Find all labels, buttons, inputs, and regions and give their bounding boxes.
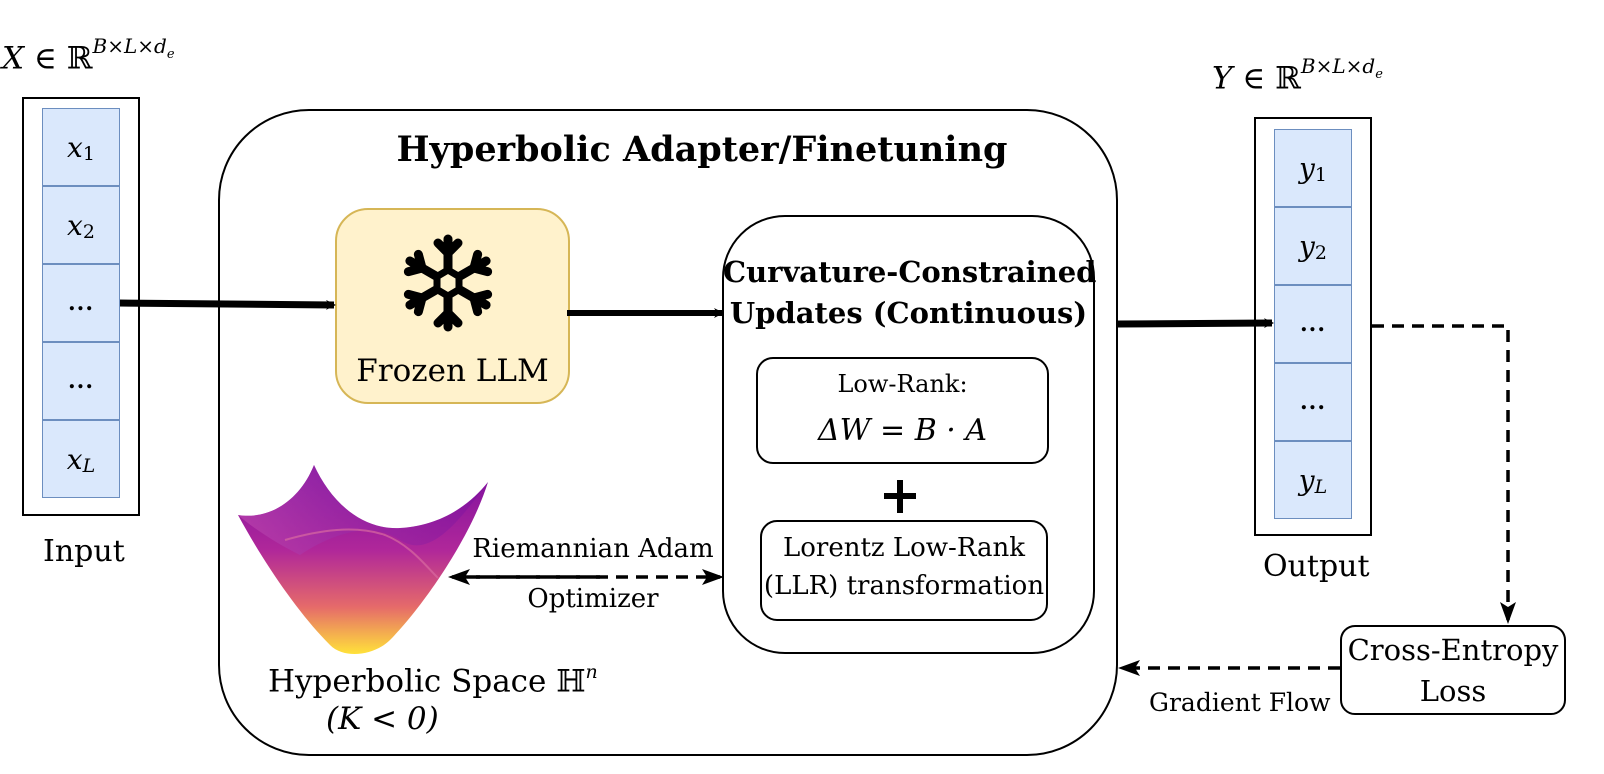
frozen-llm-label: Frozen LLM [356, 353, 549, 389]
output-tensor-label: Y ∈ ℝB×L×de [1212, 56, 1383, 97]
updates-title-line2: Updates (Continuous) [729, 296, 1088, 330]
arrow-input-to-llm [117, 299, 336, 310]
hyperbolic-surface-icon [238, 465, 488, 655]
loss-line1: Cross-Entropy [1347, 633, 1559, 667]
llr-line2: (LLR) transformation [763, 571, 1045, 601]
output-tensor-exp: B×L×d [1300, 54, 1376, 78]
arrow-adapter-to-output [1116, 318, 1274, 329]
input-tensor-exp-sub: e [166, 47, 175, 62]
updates-title-line1: Curvature-Constrained [723, 255, 1097, 289]
output-tensor-exp-sub: e [1375, 67, 1383, 82]
output-cell: ... [1274, 285, 1352, 363]
output-cell: ... [1274, 363, 1352, 441]
input-tensor-exp: B×L×d [92, 34, 167, 58]
gradient-flow-label: Gradient Flow [1149, 688, 1331, 717]
input-label: Input [43, 534, 125, 569]
llr-line1: Lorentz Low-Rank [782, 533, 1026, 563]
snowflake-icon [405, 234, 491, 327]
input-tensor-label: X ∈ ℝB×L×de [2, 36, 175, 77]
optimizer-line2: Optimizer [527, 584, 659, 614]
loss-box [1340, 625, 1566, 715]
input-tensor-symbol: X [2, 40, 25, 77]
curvature-label: (K < 0) [326, 701, 439, 737]
lowrank-box [756, 357, 1049, 464]
hyperbolic-space-label: Hyperbolic Space ℍn [268, 661, 598, 700]
output-tensor-symbol: Y [1212, 60, 1233, 97]
optimizer-line1: Riemannian Adam [472, 534, 714, 564]
lowrank-title: Low-Rank: [837, 370, 968, 398]
output-label: Output [1263, 549, 1370, 584]
input-tensor-space: ∈ ℝ [33, 40, 93, 77]
llr-box [760, 520, 1048, 621]
lowrank-formula: ΔW = B · A [817, 413, 988, 448]
dashed-output-to-loss [1372, 324, 1516, 624]
loss-line2: Loss [1419, 674, 1487, 708]
adapter-title: Hyperbolic Adapter/Finetuning [396, 129, 1008, 170]
input-cell: ... [42, 342, 120, 420]
output-tensor-space: ∈ ℝ [1242, 60, 1301, 97]
input-cell: ... [42, 264, 120, 342]
plus-icon [884, 480, 916, 513]
